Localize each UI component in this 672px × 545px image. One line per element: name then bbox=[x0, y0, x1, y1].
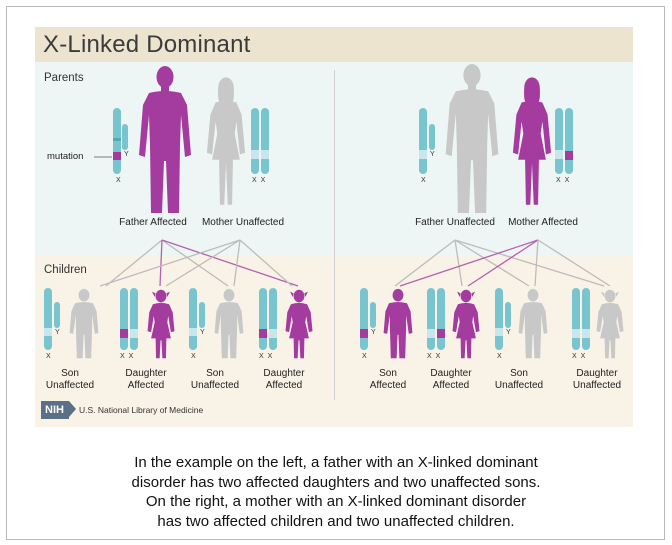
right-child4 bbox=[572, 288, 624, 359]
chrom-letter-y: Y bbox=[506, 329, 512, 336]
left-child3 bbox=[189, 288, 244, 359]
right-inheritance-lines bbox=[394, 239, 611, 287]
panel-divider bbox=[334, 70, 335, 400]
title-bar bbox=[35, 27, 633, 62]
chrom-letter-y: Y bbox=[124, 151, 130, 158]
daughter-figure bbox=[285, 289, 313, 359]
left-inheritance-lines bbox=[99, 239, 299, 287]
left-father-chromosomes bbox=[94, 108, 128, 174]
nih-logo: NIH bbox=[41, 401, 69, 419]
left-father-figure bbox=[139, 66, 191, 213]
son-figure bbox=[214, 288, 244, 359]
line-father-son2 bbox=[161, 239, 229, 287]
source-credit: NIH U.S. National Library of Medicine bbox=[41, 401, 203, 419]
line-father-son1 bbox=[105, 239, 163, 287]
chrom-letter-y: Y bbox=[371, 329, 377, 336]
line-mother-daughter2 bbox=[239, 239, 293, 287]
right-father-label: Father Unaffected bbox=[415, 217, 495, 228]
source-name: U.S. National Library of Medicine bbox=[78, 405, 204, 415]
daughter-figure bbox=[147, 289, 175, 359]
daughter-figure bbox=[452, 289, 480, 359]
right-father-chromosomes bbox=[419, 108, 435, 174]
chrom-letters-xx: X X bbox=[120, 353, 135, 360]
right-mother-label: Mother Affected bbox=[508, 217, 578, 228]
daughter-figure bbox=[596, 289, 624, 359]
line-mother-son2 bbox=[233, 239, 241, 287]
right-mother-figure bbox=[512, 77, 552, 205]
line-mother-son1 bbox=[399, 239, 539, 287]
caption-line: On the right, a mother with an X-linked … bbox=[145, 493, 527, 510]
line-father-daughter1 bbox=[454, 239, 463, 287]
left-child2 bbox=[120, 288, 175, 359]
caption-line: disorder has two affected daughters and … bbox=[131, 473, 541, 491]
chrom-letters-xx: X X bbox=[572, 353, 587, 360]
left-mother-chromosomes bbox=[251, 108, 269, 174]
chrom-letters-xx: X X bbox=[252, 177, 267, 184]
chrom-letter-x: X bbox=[362, 353, 368, 360]
line-father-daughter1 bbox=[159, 239, 163, 287]
chrom-letter-x: X bbox=[191, 353, 197, 360]
right-child3 bbox=[495, 288, 548, 359]
chrom-letter-x: X bbox=[116, 177, 122, 184]
caption-line: has two affected children and two unaffe… bbox=[157, 512, 515, 530]
line-mother-son1 bbox=[99, 239, 241, 287]
children-label: Children bbox=[44, 264, 87, 276]
chrom-letter-x: X bbox=[497, 353, 503, 360]
chrom-letter-y: Y bbox=[430, 151, 436, 158]
chrom-letter-x: X bbox=[46, 353, 52, 360]
figure-caption: In the example on the left, a father wit… bbox=[60, 453, 612, 531]
left-child1 bbox=[44, 288, 99, 359]
left-mother-label: Mother Unaffected bbox=[201, 217, 285, 228]
line-father-son1 bbox=[394, 239, 456, 287]
figure-title: X-Linked Dominant bbox=[43, 31, 251, 58]
right-father-figure bbox=[445, 64, 499, 213]
line-mother-daughter2 bbox=[537, 239, 611, 287]
son-figure bbox=[69, 288, 99, 359]
mutation-label: mutation bbox=[47, 151, 84, 162]
son-figure bbox=[383, 288, 413, 359]
mutation-marker bbox=[113, 152, 121, 160]
parents-label: Parents bbox=[44, 72, 84, 84]
line-father-daughter2 bbox=[454, 239, 605, 287]
caption-line: In the example on the left, a father wit… bbox=[134, 454, 538, 471]
right-mother-chromosomes bbox=[555, 108, 573, 174]
chrom-letter-x: X bbox=[421, 177, 427, 184]
line-father-son2 bbox=[454, 239, 530, 287]
line-father-daughter2 bbox=[161, 239, 299, 287]
line-mother-son2 bbox=[534, 239, 539, 287]
line-mother-daughter1 bbox=[467, 239, 539, 287]
chrom-letter-y: Y bbox=[200, 329, 206, 336]
son-figure bbox=[518, 288, 548, 359]
right-child2 bbox=[427, 288, 480, 359]
chrom-letters-xx: X X bbox=[259, 353, 274, 360]
line-mother-daughter1 bbox=[165, 239, 241, 287]
right-child1 bbox=[360, 288, 413, 359]
chrom-letters-xx: X X bbox=[556, 177, 571, 184]
chrom-letters-xx: X X bbox=[427, 353, 442, 360]
left-mother-figure bbox=[206, 77, 246, 205]
left-child4 bbox=[259, 288, 313, 359]
left-father-label: Father Affected bbox=[119, 217, 187, 228]
chrom-letter-y: Y bbox=[55, 329, 61, 336]
